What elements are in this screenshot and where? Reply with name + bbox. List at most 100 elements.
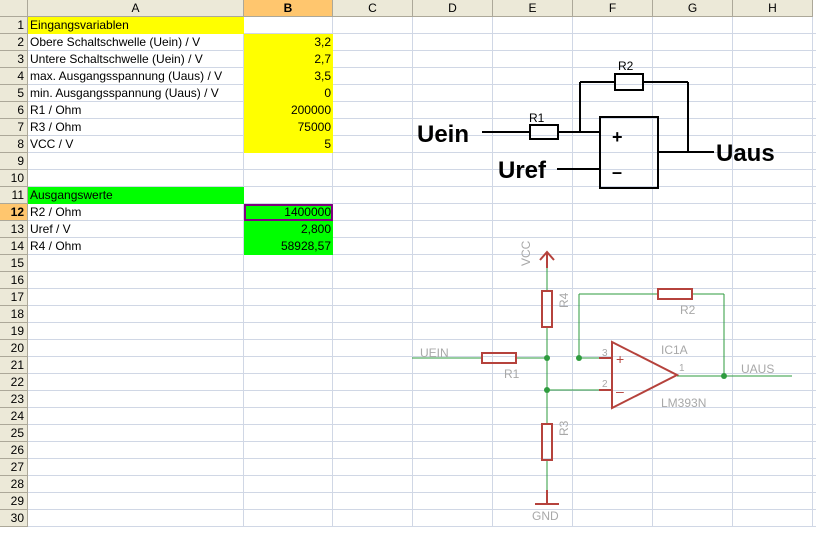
pin3-label: 3 (602, 348, 608, 359)
gridline (28, 237, 816, 238)
select-all-corner[interactable] (0, 0, 28, 17)
row-header-18[interactable]: 18 (0, 306, 28, 323)
gridline (28, 373, 816, 374)
cell-b4[interactable]: 3,5 (244, 68, 333, 85)
opamp-box (599, 116, 659, 189)
row-header-15[interactable]: 15 (0, 255, 28, 272)
row-header-27[interactable]: 27 (0, 459, 28, 476)
row-header-28[interactable]: 28 (0, 476, 28, 493)
cell-a11[interactable]: Ausgangswerte (28, 187, 244, 204)
cell-b14[interactable]: 58928,57 (244, 238, 333, 255)
gnd-label: GND (532, 509, 559, 523)
uaus-label: UAUS (741, 362, 774, 376)
opamp-plus: + (612, 127, 623, 147)
cell-a13[interactable]: Uref / V (30, 222, 71, 236)
uein-label: UEIN (420, 346, 449, 360)
r4-label: R4 (557, 292, 571, 308)
row-header-6[interactable]: 6 (0, 102, 28, 119)
gridline (28, 339, 816, 340)
column-header-b[interactable]: B (244, 0, 333, 17)
gridline (28, 203, 816, 204)
gridline (28, 356, 816, 357)
column-header-a[interactable]: A (28, 0, 244, 17)
gridline (28, 135, 816, 136)
cell-b12[interactable]: 1400000 (244, 204, 333, 221)
gridline (28, 33, 816, 34)
row-header-5[interactable]: 5 (0, 85, 28, 102)
row-header-20[interactable]: 20 (0, 340, 28, 357)
cell-b6[interactable]: 200000 (244, 102, 333, 119)
r2-label: R2 (680, 303, 696, 317)
cell-b13[interactable]: 2,800 (244, 221, 333, 238)
column-header-e[interactable]: E (493, 0, 573, 17)
cell-a4[interactable]: max. Ausgangsspannung (Uaus) / V (30, 69, 223, 83)
r2-label: R2 (618, 59, 634, 73)
cell-b7[interactable]: 75000 (244, 119, 333, 136)
part-label: LM393N (661, 396, 706, 410)
row-header-25[interactable]: 25 (0, 425, 28, 442)
column-header-h[interactable]: H (733, 0, 813, 17)
cell-b2[interactable]: 3,2 (244, 34, 333, 51)
row-header-24[interactable]: 24 (0, 408, 28, 425)
cell-a5[interactable]: min. Ausgangsspannung (Uaus) / V (30, 86, 219, 100)
row-header-16[interactable]: 16 (0, 272, 28, 289)
column-header-d[interactable]: D (413, 0, 493, 17)
row-header-23[interactable]: 23 (0, 391, 28, 408)
opamp-minus: – (616, 383, 624, 399)
row-header-10[interactable]: 10 (0, 170, 28, 187)
gridline (28, 305, 816, 306)
cell-a6[interactable]: R1 / Ohm (30, 103, 82, 117)
column-header-g[interactable]: G (653, 0, 733, 17)
pin2-label: 2 (602, 379, 608, 390)
cell-a2[interactable]: Obere Schaltschwelle (Uein) / V (30, 35, 201, 49)
gridline (28, 50, 816, 51)
row-header-11[interactable]: 11 (0, 187, 28, 204)
cell-a8[interactable]: VCC / V (30, 137, 74, 151)
row-header-19[interactable]: 19 (0, 323, 28, 340)
row-header-9[interactable]: 9 (0, 153, 28, 170)
gridline (332, 17, 333, 527)
gridline (28, 492, 816, 493)
column-header-f[interactable]: F (573, 0, 653, 17)
row-header-29[interactable]: 29 (0, 493, 28, 510)
row-header-12[interactable]: 12 (0, 204, 28, 221)
vcc-label: VCC (519, 240, 533, 266)
gridline (812, 17, 813, 527)
gridline (412, 17, 413, 527)
gridline (28, 288, 816, 289)
gridline (652, 17, 653, 527)
row-header-13[interactable]: 13 (0, 221, 28, 238)
row-header-21[interactable]: 21 (0, 357, 28, 374)
gridline (28, 169, 816, 170)
cell-b5[interactable]: 0 (244, 85, 333, 102)
r3-resistor (541, 423, 553, 461)
gridline (28, 152, 816, 153)
gridline (28, 254, 816, 255)
cell-a1[interactable]: Eingangsvariablen (28, 17, 244, 34)
cell-a7[interactable]: R3 / Ohm (30, 120, 82, 134)
row-header-14[interactable]: 14 (0, 238, 28, 255)
cell-a3[interactable]: Untere Schaltschwelle (Uein) / V (30, 52, 203, 66)
gridline (28, 526, 816, 527)
cell-b3[interactable]: 2,7 (244, 51, 333, 68)
row-header-22[interactable]: 22 (0, 374, 28, 391)
gridline (28, 271, 816, 272)
row-header-2[interactable]: 2 (0, 34, 28, 51)
row-header-4[interactable]: 4 (0, 68, 28, 85)
r3-label: R3 (557, 420, 571, 436)
cell-a12[interactable]: R2 / Ohm (30, 205, 82, 219)
row-header-3[interactable]: 3 (0, 51, 28, 68)
column-header-c[interactable]: C (333, 0, 413, 17)
uein-label: Uein (417, 121, 469, 148)
row-header-30[interactable]: 30 (0, 510, 28, 527)
row-header-26[interactable]: 26 (0, 442, 28, 459)
gridline (492, 17, 493, 527)
row-header-7[interactable]: 7 (0, 119, 28, 136)
r2-resistor (657, 288, 693, 300)
row-header-8[interactable]: 8 (0, 136, 28, 153)
row-header-17[interactable]: 17 (0, 289, 28, 306)
cell-a14[interactable]: R4 / Ohm (30, 239, 82, 253)
gridline (28, 186, 816, 187)
cell-b8[interactable]: 5 (244, 136, 333, 153)
row-header-1[interactable]: 1 (0, 17, 28, 34)
